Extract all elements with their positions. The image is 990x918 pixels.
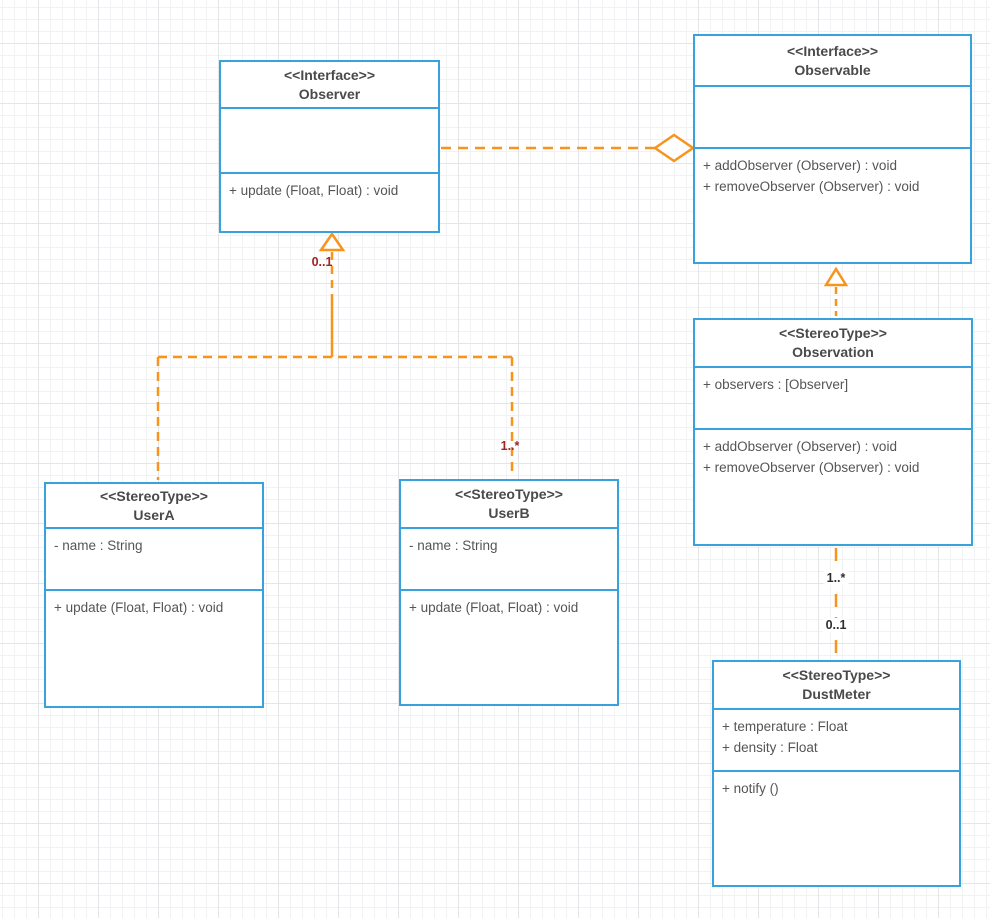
- methods-section: + update (Float, Float) : void: [401, 591, 617, 704]
- attributes-section: - name : String: [46, 529, 262, 591]
- class-name: DustMeter: [802, 686, 871, 702]
- methods-section: + notify (): [714, 772, 959, 885]
- method-item: + addObserver (Observer) : void: [703, 158, 897, 173]
- methods-section: + update (Float, Float) : void: [221, 174, 438, 231]
- attribute-item: + density : Float: [722, 740, 818, 755]
- multiplicity-label-dustmeter[interactable]: 0..1: [822, 618, 850, 632]
- methods-section: + addObserver (Observer) : void + remove…: [695, 430, 971, 544]
- class-stereotype: <<StereoType>>: [100, 487, 208, 504]
- attributes-section: + observers : [Observer]: [695, 368, 971, 430]
- hollow-triangle-arrowhead-icon: [823, 266, 849, 287]
- attribute-item: + temperature : Float: [722, 719, 848, 734]
- methods-section: + update (Float, Float) : void: [46, 591, 262, 706]
- attributes-section: - name : String: [401, 529, 617, 591]
- class-header: <<StereoType>> DustMeter: [714, 662, 959, 710]
- class-header: <<StereoType>> UserB: [401, 481, 617, 529]
- class-name: UserB: [488, 505, 530, 521]
- attribute-item: - name : String: [54, 538, 143, 553]
- method-item: + update (Float, Float) : void: [229, 183, 399, 198]
- attributes-section: + temperature : Float + density : Float: [714, 710, 959, 772]
- class-header: <<Interface>> Observable: [695, 36, 970, 87]
- class-box-observable[interactable]: <<Interface>> Observable + addObserver (…: [693, 34, 972, 264]
- class-box-usera[interactable]: <<StereoType>> UserA - name : String + u…: [44, 482, 264, 708]
- class-stereotype: <<Interface>>: [786, 42, 879, 59]
- class-stereotype: <<Interface>>: [283, 66, 376, 83]
- class-box-observation[interactable]: <<StereoType>> Observation + observers :…: [693, 318, 973, 546]
- method-item: + removeObserver (Observer) : void: [703, 460, 920, 475]
- multiplicity-label-userb[interactable]: 1..*: [500, 439, 520, 453]
- realization-connector-users-to-observer[interactable]: [156, 231, 514, 480]
- aggregation-connector-observer-observable[interactable]: [441, 133, 696, 163]
- class-box-observer[interactable]: <<Interface>> Observer + update (Float, …: [219, 60, 440, 233]
- attribute-item: + observers : [Observer]: [703, 377, 849, 392]
- attributes-section: [695, 87, 970, 149]
- aggregation-diamond-icon: [652, 133, 696, 163]
- multiplicity-label-observation[interactable]: 1..*: [823, 571, 849, 585]
- class-header: <<StereoType>> Observation: [695, 320, 971, 368]
- class-name: UserA: [133, 506, 175, 523]
- method-item: + removeObserver (Observer) : void: [703, 179, 920, 194]
- attribute-item: - name : String: [409, 538, 498, 553]
- class-name: Observation: [792, 344, 874, 360]
- class-name: Observer: [298, 85, 361, 102]
- class-header: <<StereoType>> UserA: [46, 484, 262, 529]
- methods-section: + addObserver (Observer) : void + remove…: [695, 149, 970, 262]
- class-stereotype: <<StereoType>>: [455, 486, 563, 502]
- realization-connector-observation-to-observable[interactable]: [823, 266, 849, 316]
- class-header: <<Interface>> Observer: [221, 62, 438, 109]
- method-item: + addObserver (Observer) : void: [703, 439, 897, 454]
- hollow-triangle-arrowhead-icon: [318, 231, 346, 252]
- method-item: + update (Float, Float) : void: [54, 600, 224, 615]
- method-item: + notify (): [722, 781, 779, 796]
- class-box-dustmeter[interactable]: <<StereoType>> DustMeter + temperature :…: [712, 660, 961, 887]
- class-stereotype: <<StereoType>>: [782, 667, 891, 683]
- method-item: + update (Float, Float) : void: [409, 600, 579, 615]
- multiplicity-label-observer[interactable]: 0..1: [311, 255, 333, 269]
- attributes-section: [221, 109, 438, 174]
- class-stereotype: <<StereoType>>: [779, 325, 887, 341]
- class-box-userb[interactable]: <<StereoType>> UserB - name : String + u…: [399, 479, 619, 706]
- class-name: Observable: [794, 61, 871, 78]
